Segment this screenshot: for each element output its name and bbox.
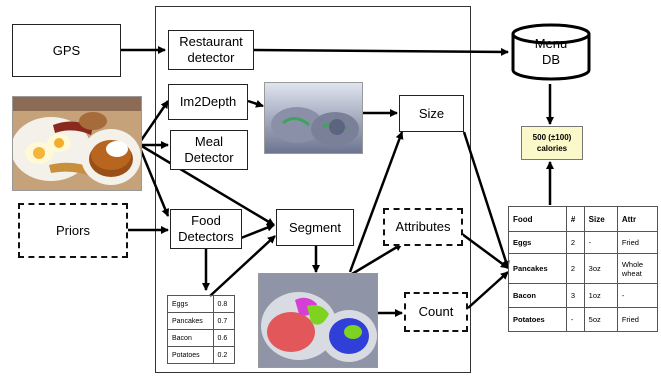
table-row: Bacon 3 1oz - (508, 283, 659, 308)
arrow-segimg-size (348, 131, 404, 273)
meal-detector-label: Meal Detector (184, 134, 234, 165)
size-label: Size (418, 105, 445, 121)
arrow-segimg-attributes (351, 242, 403, 276)
arrow-photo-im2depth (138, 100, 170, 143)
count-box: Count (404, 292, 468, 332)
table-row: Eggs 2 - Fried (508, 231, 659, 254)
result-table: Food # Size Attr Eggs 2 - Fried Pancakes… (508, 206, 659, 332)
priors-label: Priors (56, 222, 90, 238)
gps-label: GPS (52, 42, 81, 58)
size-cell: 5oz (583, 307, 618, 332)
food-detectors-label: Food Detectors (178, 213, 234, 244)
arrow-food-segment (240, 223, 275, 240)
food-detectors-box: Food Detectors (170, 209, 242, 249)
score-cell: 0.6 (212, 329, 236, 347)
depth-map-image (264, 82, 363, 154)
score-cell: 0.2 (212, 346, 236, 364)
count-cell: - (565, 307, 585, 332)
attr-cell: Fried (616, 231, 659, 254)
segment-label: Segment (288, 219, 342, 235)
size-box: Size (399, 95, 464, 132)
arrow-count-table (467, 271, 509, 309)
gps-box: GPS (12, 24, 121, 77)
size-cell: - (583, 231, 618, 254)
attributes-label: Attributes (395, 219, 451, 234)
arrow-restaurant-menudb (253, 47, 509, 56)
arrow-table-segment (209, 235, 276, 297)
table-header-row: Food # Size Attr (508, 206, 659, 232)
restaurant-detector-box: Restaurant detector (168, 30, 254, 70)
menu-db-label-wrap: Menu DB (511, 36, 591, 68)
calories-unit: calories (536, 144, 568, 153)
restaurant-detector-label: Restaurant detector (179, 34, 243, 65)
arrow-photo-food (138, 147, 170, 217)
attr-cell: Fried (616, 307, 659, 332)
score-cell: 0.7 (212, 312, 236, 330)
size-cell: 3oz (583, 253, 618, 284)
attr-cell: Whole wheat (616, 253, 659, 284)
food-cell: Bacon (167, 329, 214, 347)
arrow-photo-segment (139, 143, 275, 227)
food-cell: Pancakes (508, 253, 567, 284)
menu-db-cylinder (511, 23, 591, 81)
header-size: Size (583, 206, 618, 232)
header-attr: Attr (616, 206, 659, 232)
count-label: Count (418, 304, 454, 319)
menu-db-label: Menu DB (534, 36, 568, 67)
meal-detector-box: Meal Detector (170, 130, 248, 170)
calories-box: 500 (±100) calories (521, 126, 583, 160)
header-count: # (565, 206, 585, 232)
food-cell: Potatoes (167, 346, 214, 364)
attributes-box: Attributes (383, 208, 463, 246)
score-cell: 0.8 (212, 295, 236, 313)
arrow-im2depth-depth (247, 99, 264, 108)
calories-value: 500 (±100) (532, 133, 572, 142)
table-row: Pancakes 2 3oz Whole wheat (508, 253, 659, 284)
im2depth-box: Im2Depth (168, 84, 248, 120)
im2depth-label: Im2Depth (179, 94, 237, 109)
food-cell: Eggs (508, 231, 567, 254)
count-cell: 3 (565, 283, 585, 308)
priors-box: Priors (18, 203, 128, 258)
food-cell: Eggs (167, 295, 214, 313)
segmentation-image (258, 273, 378, 368)
header-food: Food (508, 206, 567, 232)
meal-photo (12, 96, 142, 191)
count-cell: 2 (565, 231, 585, 254)
segment-box: Segment (276, 209, 354, 246)
arrow-attributes-table (461, 232, 509, 270)
food-cell: Bacon (508, 283, 567, 308)
table-row: Potatoes - 5oz Fried (508, 307, 659, 332)
system-frame (155, 6, 471, 373)
arrow-size-table (462, 131, 510, 269)
food-cell: Potatoes (508, 307, 567, 332)
count-cell: 2 (565, 253, 585, 284)
size-cell: 1oz (583, 283, 618, 308)
attr-cell: - (616, 283, 659, 308)
food-cell: Pancakes (167, 312, 214, 330)
